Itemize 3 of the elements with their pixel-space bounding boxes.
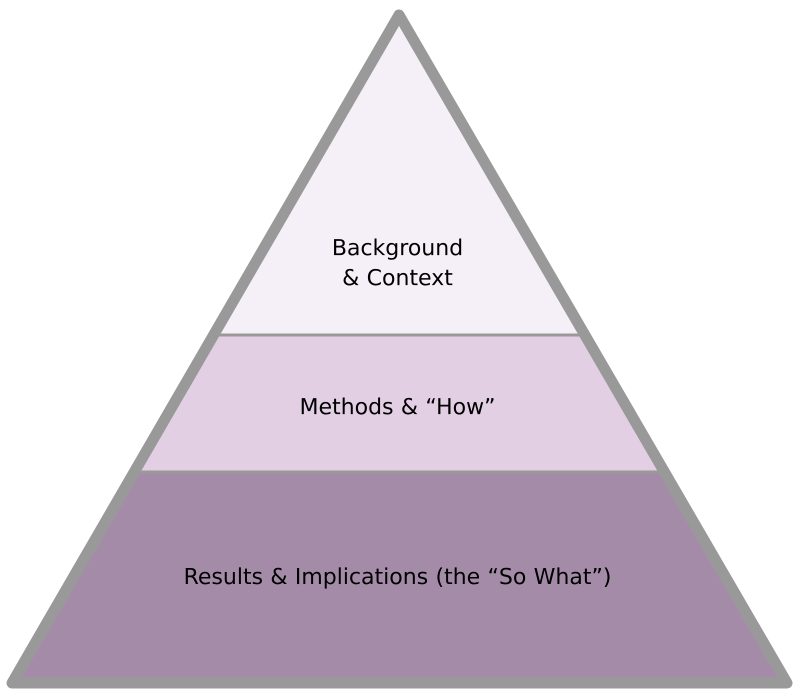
pyramid-tier: Methods & “How” [134,334,664,472]
pyramid-base: Results & Implications (the “So What”) [12,472,787,683]
pyramid-apex: Background & Context [214,14,585,335]
